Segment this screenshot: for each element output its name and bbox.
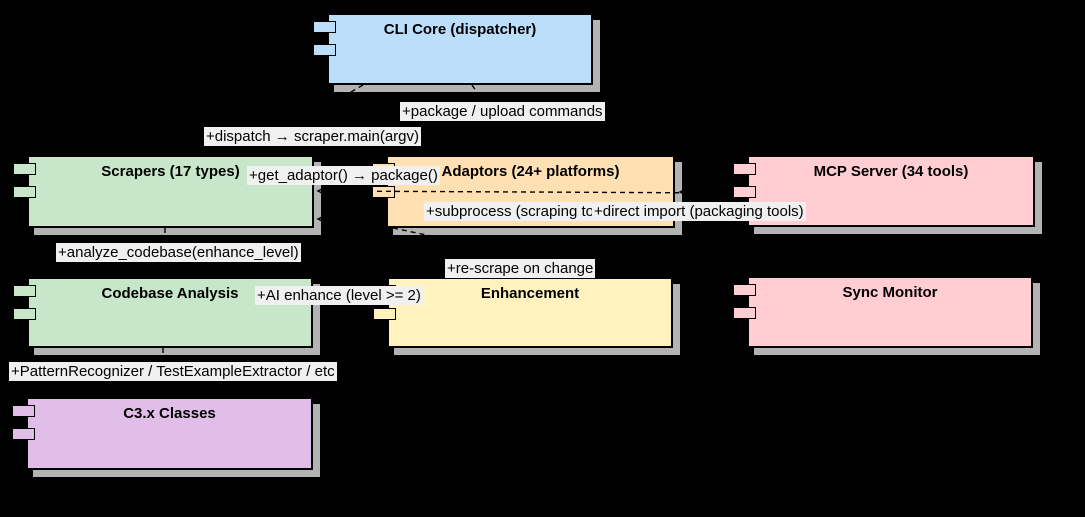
component-port xyxy=(733,284,756,296)
edge-label-analyze-codebase: +analyze_codebase(enhance_level) xyxy=(56,243,301,262)
edge-label-dispatch: +dispatch → scraper.main(argv) xyxy=(204,127,422,146)
component-port xyxy=(313,21,336,33)
component-enhancement: Enhancement xyxy=(373,277,673,348)
component-cli-core: CLI Core (dispatcher) xyxy=(313,13,593,85)
component-title: Scrapers (17 types) xyxy=(101,163,240,180)
edge-label-get-adaptor: +get_adaptor() → package() xyxy=(247,166,440,185)
component-port xyxy=(13,285,36,297)
component-port xyxy=(373,308,396,320)
edge-label-subprocess: +subprocess (scraping tools) xyxy=(424,202,621,221)
component-title: MCP Server (34 tools) xyxy=(813,163,969,180)
edge-direct-import xyxy=(678,169,734,198)
component-title: Codebase Analysis xyxy=(101,285,239,302)
component-port xyxy=(313,44,336,56)
component-port xyxy=(733,186,756,198)
edge-label-re-scrape: +re-scrape on change xyxy=(445,259,596,278)
edge-label-ai-enhance: +AI enhance (level >= 2) xyxy=(255,286,423,305)
component-port xyxy=(733,307,756,319)
component-port xyxy=(13,163,36,175)
component-port xyxy=(12,428,35,440)
component-port xyxy=(12,405,35,417)
component-port xyxy=(13,186,36,198)
component-port xyxy=(13,308,36,320)
component-c3x-classes: C3.x Classes xyxy=(12,397,313,470)
edge-label-package-upload: +package / upload commands xyxy=(400,102,605,121)
component-sync-monitor: Sync Monitor xyxy=(733,276,1033,348)
component-port xyxy=(733,163,756,175)
edge-get-adaptor xyxy=(316,197,376,225)
component-title: C3.x Classes xyxy=(123,405,216,422)
edge-label-pattern-recognizer: +PatternRecognizer / TestExampleExtracto… xyxy=(9,362,337,381)
component-title: CLI Core (dispatcher) xyxy=(383,21,537,38)
component-title: Adaptors (24+ platforms) xyxy=(441,163,620,180)
edge-label-direct-import: +direct import (packaging tools) xyxy=(592,202,806,221)
component-title: Enhancement xyxy=(480,285,580,302)
component-title: Sync Monitor xyxy=(842,284,938,301)
component-port xyxy=(372,186,395,198)
